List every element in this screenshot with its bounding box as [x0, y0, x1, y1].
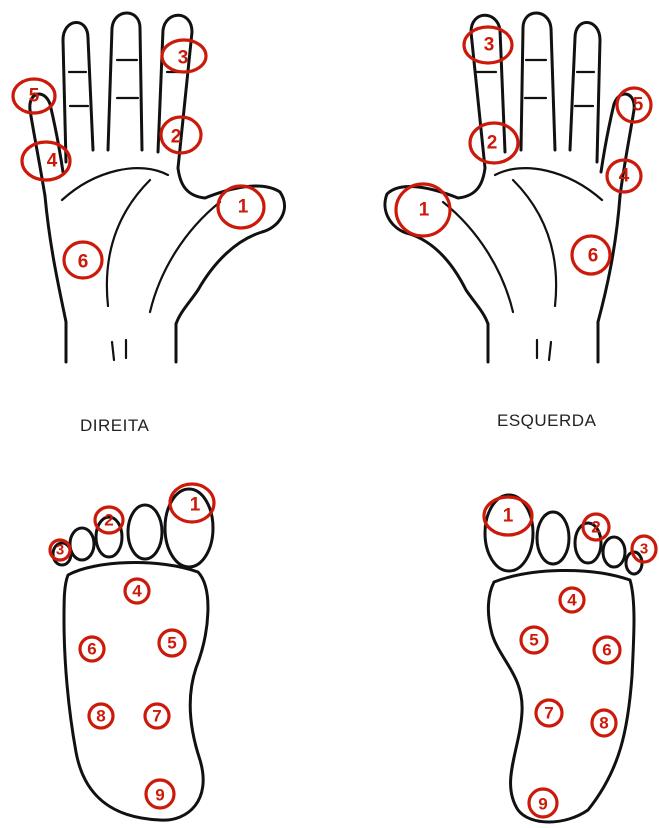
svg-text:5: 5 — [529, 631, 538, 650]
left-foot-marker-1: 1 — [484, 497, 532, 535]
right-hand: 1 2 3 4 5 6 — [13, 13, 285, 362]
label-left-side: ESQUERDA — [497, 411, 596, 431]
left-hand-marker-4: 4 — [607, 160, 641, 192]
svg-text:7: 7 — [544, 704, 553, 723]
svg-text:5: 5 — [633, 95, 644, 116]
left-foot-marker-7: 7 — [536, 700, 562, 726]
svg-text:4: 4 — [132, 582, 142, 601]
right-foot-marker-6: 6 — [80, 637, 104, 661]
svg-text:1: 1 — [190, 495, 201, 516]
svg-text:4: 4 — [619, 166, 630, 187]
svg-text:7: 7 — [152, 707, 161, 726]
svg-text:2: 2 — [591, 518, 600, 537]
svg-text:2: 2 — [487, 133, 498, 154]
right-hand-marker-6: 6 — [64, 242, 102, 278]
right-foot-marker-7: 7 — [145, 704, 169, 728]
left-foot-marker-6: 6 — [594, 637, 620, 663]
svg-text:5: 5 — [167, 634, 176, 653]
svg-text:4: 4 — [47, 151, 58, 172]
svg-text:4: 4 — [567, 591, 577, 610]
left-hand-marker-6: 6 — [572, 236, 610, 274]
svg-text:9: 9 — [155, 786, 164, 805]
left-foot-marker-9: 9 — [529, 789, 557, 817]
right-foot: 1 2 3 4 5 6 7 8 9 — [50, 484, 214, 820]
svg-text:3: 3 — [56, 542, 64, 559]
svg-text:6: 6 — [602, 641, 611, 660]
left-foot-marker-8: 8 — [592, 710, 616, 736]
svg-text:6: 6 — [588, 246, 599, 267]
left-foot-markers: 1 2 3 4 5 6 7 8 9 — [484, 497, 656, 817]
left-hand-marker-1: 1 — [396, 184, 450, 236]
svg-text:9: 9 — [538, 795, 547, 814]
left-hand: 1 2 3 4 5 6 — [385, 13, 651, 362]
svg-text:3: 3 — [640, 541, 648, 558]
svg-text:1: 1 — [238, 197, 249, 218]
right-hand-marker-5: 5 — [13, 79, 55, 113]
svg-text:1: 1 — [419, 200, 430, 221]
right-foot-marker-2: 2 — [95, 507, 123, 533]
svg-text:3: 3 — [484, 35, 495, 56]
svg-text:8: 8 — [599, 714, 608, 733]
right-foot-marker-8: 8 — [89, 704, 113, 728]
svg-text:6: 6 — [78, 252, 89, 273]
svg-text:6: 6 — [87, 640, 96, 659]
left-hand-outline — [385, 13, 634, 362]
right-hand-marker-1: 1 — [218, 186, 264, 228]
right-foot-marker-9: 9 — [146, 780, 174, 808]
svg-text:2: 2 — [104, 511, 113, 530]
left-foot-marker-3: 3 — [632, 536, 656, 562]
svg-text:1: 1 — [503, 506, 514, 527]
left-foot-marker-4: 4 — [560, 588, 584, 612]
svg-text:3: 3 — [178, 48, 189, 69]
svg-text:8: 8 — [96, 707, 105, 726]
left-foot: 1 2 3 4 5 6 7 8 9 — [484, 495, 656, 822]
left-foot-marker-2: 2 — [583, 514, 609, 540]
svg-text:2: 2 — [171, 127, 182, 148]
svg-text:5: 5 — [29, 86, 40, 107]
right-foot-marker-5: 5 — [159, 630, 185, 656]
left-foot-marker-5: 5 — [521, 627, 547, 653]
right-foot-marker-4: 4 — [125, 579, 149, 603]
right-hand-marker-3: 3 — [162, 40, 206, 72]
right-foot-outline — [53, 489, 213, 820]
left-hand-marker-2: 2 — [470, 123, 518, 163]
label-right-side: DIREITA — [80, 416, 149, 436]
